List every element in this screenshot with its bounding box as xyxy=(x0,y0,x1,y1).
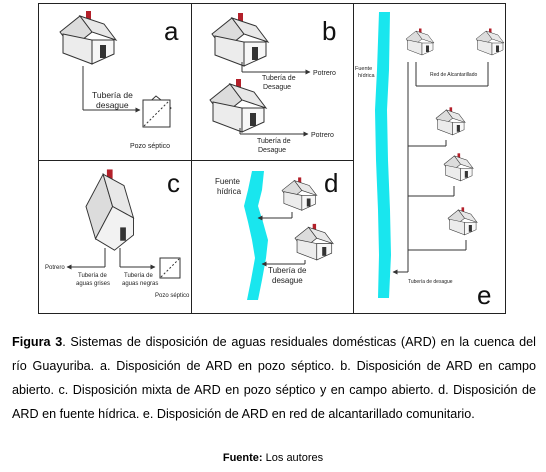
house-icon xyxy=(294,223,334,261)
panel-c-grey-1: Tubería de xyxy=(78,273,107,279)
panel-b: Tubería de Desague Potrero Tubería de De… xyxy=(209,12,336,154)
water-source xyxy=(244,171,268,300)
house-icon xyxy=(435,107,466,136)
panel-c-letter: c xyxy=(167,168,180,198)
panel-a-pipe-label-2: desague xyxy=(96,100,129,110)
panel-c-dest: Potrero xyxy=(45,265,65,271)
panel-e-network-label: Red de Alcantarillado xyxy=(430,72,477,78)
panel-a-letter: a xyxy=(164,16,179,46)
figure-illustration: Tubería de desague Pozo séptico a Tuberí… xyxy=(38,3,506,314)
panel-b-pipe2-label-1: Tubería de xyxy=(257,138,291,145)
panel-b-letter: b xyxy=(322,16,336,46)
panel-c-septic-label: Pozo séptico xyxy=(155,293,190,299)
panel-a: Tubería de desague Pozo séptico a xyxy=(59,10,179,150)
panel-b-dest2: Potrero xyxy=(311,132,334,139)
source-text: Los autores xyxy=(262,452,324,464)
panel-e-pipe-label: Tubería de desague xyxy=(408,279,453,285)
panel-d-water-2: hídrica xyxy=(217,187,242,196)
panel-a-pipe-label-1: Tubería de xyxy=(92,90,133,100)
panel-e-letter: e xyxy=(477,280,491,310)
panel-b-pipe2-label-2: Desague xyxy=(258,147,286,154)
house-icon xyxy=(281,177,318,211)
panel-b-pipe1-label-1: Tubería de xyxy=(262,75,296,82)
panel-a-septic-label: Pozo séptico xyxy=(130,143,170,150)
panel-e-water-2: hídrica xyxy=(358,73,375,79)
caption-label: Figura 3 xyxy=(12,335,63,349)
house-icon xyxy=(405,28,435,56)
house-icon xyxy=(211,12,269,67)
panel-d-pipe-2: desague xyxy=(272,276,303,285)
panel-d-water-1: Fuente xyxy=(215,177,240,186)
panel-e: Fuente hídrica Red de Alcantarillado Tub… xyxy=(355,12,505,310)
house-icon xyxy=(443,153,474,182)
panel-c-grey-2: aguas grises xyxy=(76,281,110,287)
caption-text: . Sistemas de disposición de aguas resid… xyxy=(12,335,536,421)
house-icon xyxy=(475,28,505,56)
source-label: Fuente: xyxy=(222,452,263,464)
panel-b-dest1: Potrero xyxy=(313,70,336,77)
panel-c-black-2: aguas negras xyxy=(122,281,158,287)
figure-source: Fuente: Los autores xyxy=(0,452,546,464)
panel-b-pipe1-label-2: Desague xyxy=(263,84,291,91)
panel-e-water-1: Fuente xyxy=(355,66,372,72)
panel-d: Fuente hídrica Tubería de desague d xyxy=(215,168,338,300)
panel-e-frame xyxy=(353,3,506,314)
house-icon xyxy=(447,207,478,236)
panel-d-letter: d xyxy=(324,168,338,198)
figure-caption: Figura 3. Sistemas de disposición de agu… xyxy=(12,330,536,426)
panel-c-black-1: Tubería de xyxy=(124,273,153,279)
panel-d-pipe-1: Tubería de xyxy=(268,266,307,275)
house-icon xyxy=(209,78,267,133)
panel-c: Potrero Tubería de aguas grises Tubería … xyxy=(45,168,190,299)
water-source xyxy=(375,12,391,298)
house-icon xyxy=(59,10,117,65)
